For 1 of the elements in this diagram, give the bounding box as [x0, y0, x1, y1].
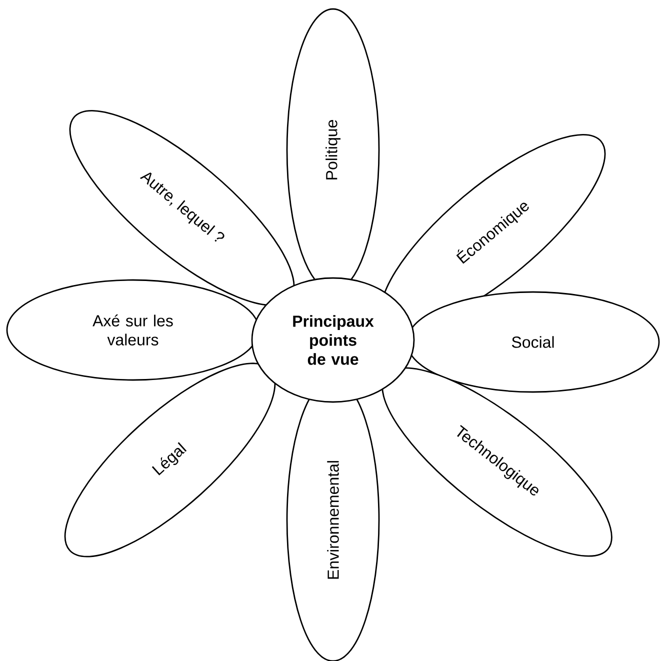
node-label: Social — [512, 336, 554, 348]
